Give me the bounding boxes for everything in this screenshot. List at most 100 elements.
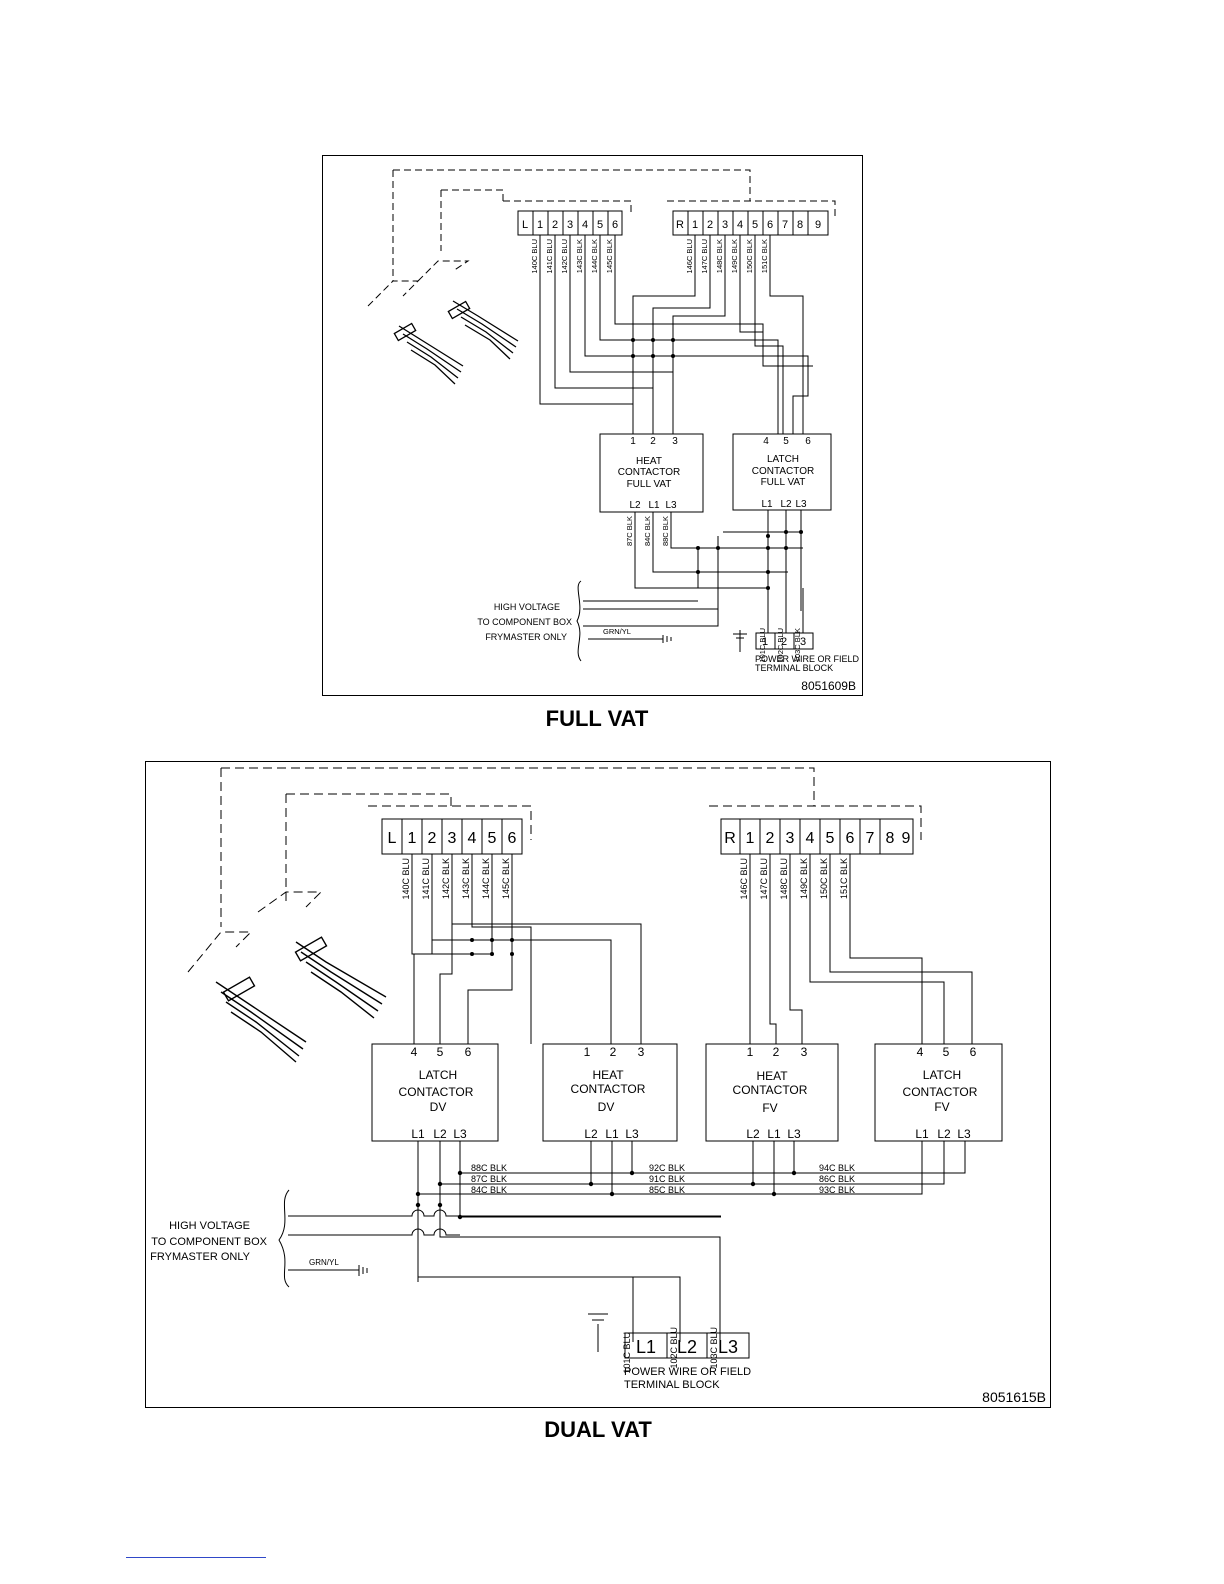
fv-high-voltage-label: TO COMPONENT BOX — [477, 617, 572, 627]
dv-power-wire-label: 101C BLU — [622, 1332, 632, 1374]
fv-lower-wires — [583, 510, 803, 627]
dv-contactor-line: L2 — [584, 1127, 598, 1141]
fv-contactor-wire: 88C BLK — [661, 516, 670, 546]
fv-heat-line: L3 — [665, 500, 677, 511]
fv-brace — [576, 580, 582, 662]
dv-contactor-label: HEAT — [756, 1069, 788, 1083]
fv-high-voltage-label: FRYMASTER ONLY — [485, 632, 567, 642]
full-vat-caption: FULL VAT — [545, 706, 649, 731]
dv-latch-contactor-dv — [371, 1043, 499, 1142]
dv-bus-label: 92C BLK — [649, 1163, 685, 1173]
fv-wire-label: 144C BLK — [590, 239, 599, 273]
dv-power-terminal-block — [624, 1332, 750, 1359]
fv-left-terminal: 1 — [537, 219, 543, 231]
dv-contactor-label: CONTACTOR — [903, 1085, 978, 1099]
fv-latch-label: LATCH — [767, 454, 799, 465]
fv-latch-contactor — [732, 433, 832, 511]
dv-left-terminal: 2 — [428, 830, 437, 847]
fv-latch-label: CONTACTOR — [752, 466, 814, 477]
dv-latch-contactor-fv — [874, 1043, 1003, 1142]
fv-right-terminal: 2 — [707, 219, 713, 231]
dv-wire-label: 147C BLU — [759, 858, 769, 900]
dv-bus-label: 88C BLK — [471, 1163, 507, 1173]
dv-power-terminal: L3 — [718, 1337, 738, 1357]
dv-right-wires — [749, 854, 973, 1044]
dv-wire-label: 151C BLK — [839, 858, 849, 899]
fv-heat-terminal: 2 — [650, 436, 656, 447]
dv-bus-label: 84C BLK — [471, 1185, 507, 1195]
dv-contactor-terminal: 2 — [610, 1045, 617, 1059]
fv-ground-icon — [588, 635, 672, 643]
dv-bus-label: 85C BLK — [649, 1185, 685, 1195]
fv-power-wires — [767, 588, 804, 633]
dv-right-terminal: 6 — [846, 830, 855, 847]
dv-right-terminal: 7 — [866, 830, 875, 847]
dv-earth-icon — [588, 1313, 608, 1352]
fv-latch-terminal: 6 — [805, 436, 811, 447]
fv-terminal-block-label: TERMINAL BLOCK — [755, 663, 833, 673]
fv-power-terminal: 3 — [800, 636, 806, 648]
full-vat-diagram: L 1 2 3 4 5 6 R 1 2 3 4 5 6 7 8 9 — [322, 155, 863, 696]
dv-dashed-enclosure — [187, 767, 922, 973]
dv-bus-label: 94C BLK — [819, 1163, 855, 1173]
dv-right-terminal-block — [720, 818, 914, 855]
dv-contactor-line: L2 — [746, 1127, 760, 1141]
dv-contactor-line: L1 — [915, 1127, 929, 1141]
dv-right-terminal: 2 — [766, 830, 775, 847]
dv-wire-label: 145C BLK — [501, 858, 511, 899]
dual-vat-diagram: L 1 2 3 4 5 6 R 1 2 3 4 5 6 7 8 9 — [145, 761, 1051, 1408]
fv-left-terminal: 6 — [612, 219, 618, 231]
dv-wire-label: 140C BLU — [401, 858, 411, 900]
dv-right-terminal: 5 — [826, 830, 835, 847]
fv-dashed-enclosure — [367, 169, 836, 307]
dv-heat-contactor-fv — [705, 1043, 839, 1142]
dv-left-block-label: L — [388, 830, 397, 847]
dv-heating-element-right — [294, 936, 387, 1019]
fv-power-wire-label: 101C BLU — [758, 628, 767, 663]
dv-contactor-terminal: 3 — [638, 1045, 645, 1059]
dv-contactor-label: DV — [430, 1100, 447, 1114]
dv-high-voltage-label: HIGH VOLTAGE — [169, 1220, 250, 1232]
dv-wire-label: 143C BLK — [461, 858, 471, 899]
fv-contactor-wire: 84C BLK — [643, 516, 652, 546]
dv-bus-label: 93C BLK — [819, 1185, 855, 1195]
fv-wire-label: 151C BLK — [760, 239, 769, 273]
fv-wire-label: 145C BLK — [605, 239, 614, 273]
dv-bus-label: 87C BLK — [471, 1174, 507, 1184]
dual-vat-caption: DUAL VAT — [544, 1417, 652, 1442]
fv-heat-contactor — [599, 433, 704, 513]
fv-heat-label: CONTACTOR — [618, 467, 680, 478]
dv-left-terminal: 3 — [448, 830, 457, 847]
dv-contactor-terminal: 5 — [943, 1045, 950, 1059]
fv-heating-element-left — [393, 322, 464, 385]
fv-right-terminal: 8 — [797, 219, 803, 231]
dv-contactor-terminal: 3 — [801, 1045, 808, 1059]
fv-terminal-block-label: POWER WIRE OR FIELD — [755, 654, 860, 664]
fv-wire-label: 143C BLK — [575, 239, 584, 273]
fv-right-terminal: 5 — [752, 219, 758, 231]
dv-contactor-terminal: 1 — [584, 1045, 591, 1059]
dv-right-terminal: 1 — [746, 830, 755, 847]
dv-contactor-line: L1 — [767, 1127, 781, 1141]
dv-contactor-label: CONTACTOR — [399, 1085, 474, 1099]
fv-right-block-label: R — [676, 219, 684, 231]
dv-high-voltage-label: FRYMASTER ONLY — [150, 1251, 250, 1263]
dv-contactor-terminal: 1 — [747, 1045, 754, 1059]
fv-heat-terminal: 3 — [672, 436, 678, 447]
dv-contactor-label: CONTACTOR — [733, 1083, 808, 1097]
dv-wire-label: 150C BLK — [819, 858, 829, 899]
fv-power-terminal: 1 — [762, 636, 768, 648]
dv-right-terminal: 8 — [886, 830, 895, 847]
dv-power-wire-label: 102C BLU — [669, 1327, 679, 1369]
dv-terminal-block-label: TERMINAL BLOCK — [624, 1379, 720, 1391]
fv-latch-terminal: 4 — [763, 436, 769, 447]
fv-left-terminal: 4 — [582, 219, 588, 231]
dv-wire-label: 149C BLK — [799, 858, 809, 899]
dv-contactor-terminal: 4 — [917, 1045, 924, 1059]
dv-contactor-label: LATCH — [923, 1068, 961, 1082]
dv-contactor-terminal: 6 — [970, 1045, 977, 1059]
fv-wire-label: 149C BLK — [730, 239, 739, 273]
fv-right-wires — [632, 235, 804, 434]
fv-power-terminal-block — [755, 632, 814, 650]
dv-contactor-line: L3 — [625, 1127, 639, 1141]
